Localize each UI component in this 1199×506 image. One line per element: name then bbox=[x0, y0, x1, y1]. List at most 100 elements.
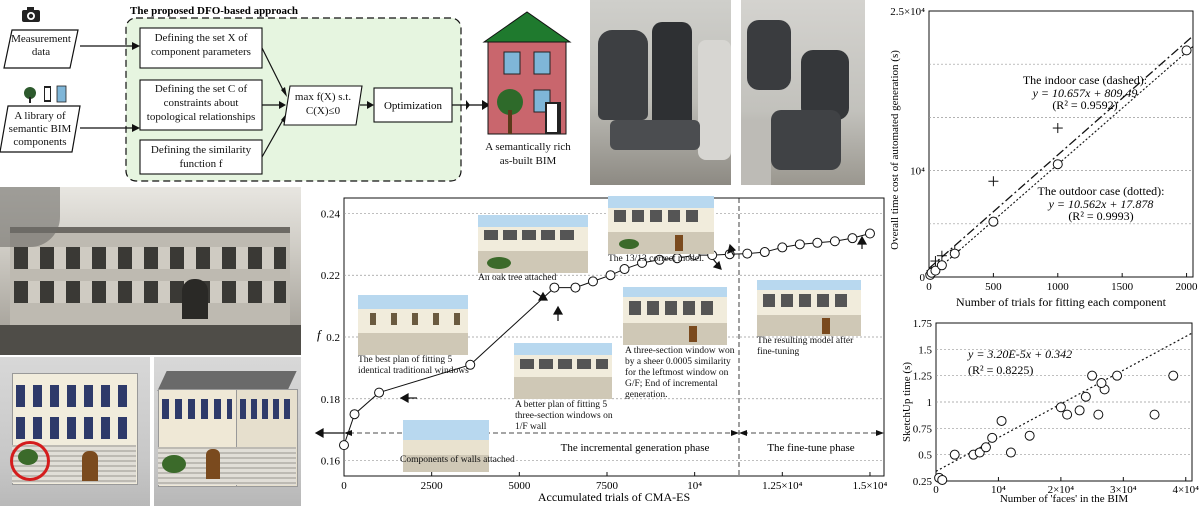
indoor-title: The indoor case (dashed): bbox=[1023, 73, 1147, 87]
library-label: A library of semantic BIM components bbox=[8, 110, 72, 148]
sketchup-point bbox=[1093, 409, 1104, 420]
progress-point bbox=[587, 276, 598, 287]
sketchup-point bbox=[974, 447, 985, 458]
x-tick-label: 7500 bbox=[596, 480, 619, 492]
x-tick-label: 0 bbox=[341, 480, 347, 492]
sketchup-point bbox=[1024, 430, 1035, 441]
progress-point bbox=[759, 247, 770, 258]
historic-building-photo bbox=[0, 187, 301, 355]
progress-point bbox=[619, 264, 630, 275]
x-tick-label: 1.25×10⁴ bbox=[762, 480, 802, 492]
outdoor-point bbox=[936, 260, 947, 271]
progress-point bbox=[637, 257, 648, 268]
indoor-point bbox=[1052, 123, 1063, 134]
step-x-label: Defining the set X of component paramete… bbox=[151, 32, 251, 58]
sketchup-xlabel: Number of 'faces' in the BIM bbox=[1000, 493, 1129, 505]
thumb-oak bbox=[478, 215, 588, 273]
sketchup-ylabel: SketchUp time (s) bbox=[901, 362, 913, 442]
indoor-fit-line bbox=[928, 35, 1194, 269]
progress-point bbox=[777, 242, 788, 253]
indoor-equation: y = 10.657x + 809.49 bbox=[1032, 86, 1138, 100]
annotation-five-trad: The best plan of fitting 5 identical tra… bbox=[358, 355, 469, 376]
flowchart: The proposed DFO-based approach Measurem… bbox=[0, 5, 470, 182]
progress-xlabel: Accumulated trials of CMA-ES bbox=[538, 490, 690, 504]
y-tick-label: 0.22 bbox=[321, 270, 340, 282]
optimization-box bbox=[373, 87, 453, 123]
sketchup-point bbox=[1149, 409, 1160, 420]
indoor-chair-photo-2 bbox=[741, 0, 865, 185]
y-tick-label: 1 bbox=[927, 397, 933, 409]
sketchup-point bbox=[1062, 409, 1073, 420]
thumb-five-trad bbox=[358, 295, 468, 355]
thumb-correct bbox=[608, 196, 714, 254]
optimization-label: Optimization bbox=[384, 100, 443, 112]
bim-render-front bbox=[0, 357, 150, 506]
outdoor-point bbox=[1052, 159, 1063, 170]
camera-icon bbox=[22, 7, 40, 22]
step-f-label: Defining the similarity function f bbox=[150, 144, 252, 170]
y-tick-label: 1.75 bbox=[913, 318, 933, 330]
y-tick-label: 0.5 bbox=[918, 450, 932, 462]
y-tick-label: 1.5 bbox=[918, 344, 932, 356]
sketchup-point bbox=[1168, 370, 1179, 381]
indoor-chair-photo-1 bbox=[590, 0, 731, 185]
sketchup-point bbox=[1112, 370, 1123, 381]
progress-point bbox=[829, 236, 840, 247]
annotation-five-three: A better plan of fitting 5 three-section… bbox=[515, 400, 613, 430]
progress-point bbox=[605, 270, 616, 281]
outdoor-point bbox=[930, 265, 941, 276]
y-tick-label: 0.16 bbox=[321, 456, 341, 468]
progress-point bbox=[742, 248, 753, 259]
outdoor-point bbox=[988, 216, 999, 227]
step-c-label: Defining the set C of constraints about … bbox=[146, 83, 256, 123]
y-tick-label: 0 bbox=[920, 272, 926, 284]
sketchup-point bbox=[949, 449, 960, 460]
outdoor-equation: y = 10.562x + 17.878 bbox=[1048, 197, 1154, 211]
annotation-walls: Components of walls attached bbox=[400, 455, 515, 465]
phase1-label: The incremental generation phase bbox=[561, 442, 710, 454]
annotation-correct: The 13/13 correct model. bbox=[608, 254, 705, 264]
thumb-final bbox=[757, 280, 861, 336]
thumb-five-three bbox=[514, 343, 612, 399]
sketchup-point bbox=[1074, 405, 1085, 416]
y-tick-label: 1.25 bbox=[913, 371, 933, 383]
progress-point bbox=[654, 254, 665, 265]
progress-point bbox=[339, 440, 349, 451]
sketchup-point bbox=[1080, 391, 1091, 402]
sketchup-r2: (R² = 0.8225) bbox=[968, 363, 1033, 377]
x-tick-label: 1000 bbox=[1047, 281, 1070, 293]
x-tick-label: 1.5×10⁴ bbox=[853, 480, 888, 492]
x-tick-label: 5000 bbox=[508, 480, 531, 492]
outdoor-r2: (R² = 0.9993) bbox=[1068, 209, 1133, 223]
x-tick-label: 10⁴ bbox=[991, 484, 1006, 496]
result-label: A semantically rich as-built BIM bbox=[485, 141, 571, 167]
library-icons bbox=[24, 85, 67, 103]
sketchup-fit-line bbox=[935, 332, 1193, 472]
progress-point bbox=[847, 233, 858, 244]
indoor-point bbox=[930, 256, 941, 267]
indoor-point bbox=[936, 250, 947, 261]
objective-shape bbox=[283, 85, 363, 126]
progress-point bbox=[812, 237, 823, 248]
step-x-box bbox=[139, 27, 263, 69]
annotation-final: The resulting model after fine-tuning bbox=[757, 336, 854, 357]
x-tick-label: 2×10⁴ bbox=[1048, 484, 1075, 496]
outdoor-point bbox=[949, 248, 960, 259]
highlight-circle bbox=[10, 441, 50, 481]
x-tick-label: 4×10⁴ bbox=[1172, 484, 1199, 496]
progress-ylabel: f bbox=[317, 327, 323, 342]
x-tick-label: 1500 bbox=[1111, 281, 1134, 293]
outdoor-title: The outdoor case (dotted): bbox=[1038, 184, 1165, 198]
phase2-label: The fine-tune phase bbox=[767, 442, 854, 454]
sketchup-equation: y = 3.20E-5x + 0.342 bbox=[967, 347, 1072, 361]
sketchup-point bbox=[996, 415, 1007, 426]
x-tick-label: 2000 bbox=[1176, 281, 1199, 293]
indoor-r2: (R² = 0.9592) bbox=[1052, 98, 1117, 112]
flowchart-title: The proposed DFO-based approach bbox=[130, 5, 298, 17]
indoor-point bbox=[988, 176, 999, 187]
measurement-data-shape bbox=[3, 29, 79, 69]
x-tick-label: 0 bbox=[926, 281, 932, 293]
y-tick-label: 0.2 bbox=[326, 332, 340, 344]
